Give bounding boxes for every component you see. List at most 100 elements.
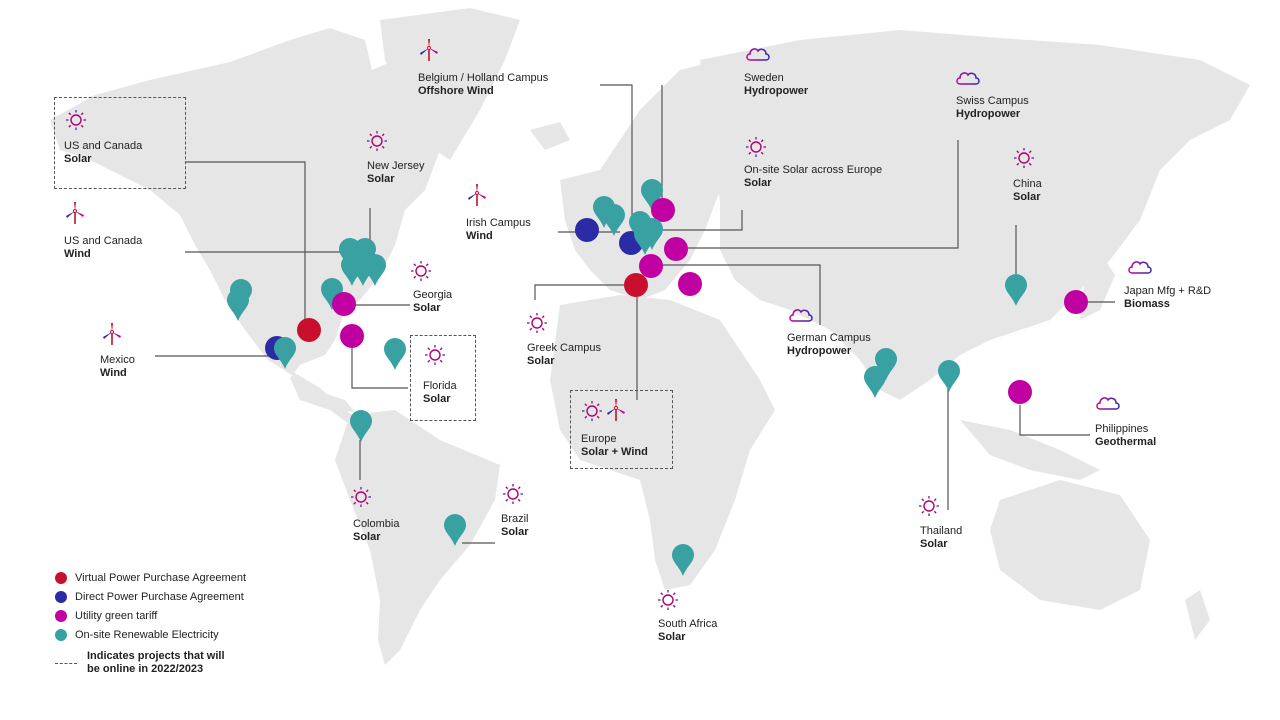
- leader-lines: [155, 84, 1115, 544]
- pin-onsite: [641, 179, 663, 211]
- greenland: [380, 8, 520, 160]
- label-type: Wind: [64, 248, 91, 260]
- sun-icon: [366, 130, 388, 152]
- line-swiss: [680, 140, 959, 249]
- marker-utility: [340, 324, 364, 348]
- wind-icon: [101, 322, 123, 345]
- label-type: Solar: [501, 526, 529, 538]
- new-zealand: [1185, 590, 1210, 640]
- label-type: Biomass: [1124, 298, 1170, 310]
- pin-onsite: [672, 544, 694, 576]
- japan: [1080, 260, 1115, 320]
- label-type: Solar: [527, 355, 555, 367]
- label-type: Solar: [423, 393, 451, 405]
- legend-item-dashed: Indicates projects that will be online i…: [55, 648, 246, 678]
- label-name: Philippines: [1095, 423, 1149, 435]
- label-name: Brazil: [501, 513, 529, 525]
- pin-onsite: [634, 223, 656, 255]
- pin-onsite: [444, 514, 466, 546]
- label-name: German Campus: [787, 332, 871, 344]
- legend-dot-onsite: [55, 628, 67, 641]
- marker-utility: [1064, 290, 1088, 314]
- cloud-icon: [955, 67, 980, 89]
- label-name: Florida: [423, 380, 457, 392]
- line-belgium: [600, 84, 633, 225]
- legend-dot-vppa: [55, 571, 67, 584]
- label-type: Solar: [1013, 191, 1041, 203]
- marker-utility: [651, 198, 675, 222]
- iceland: [530, 122, 570, 150]
- label-name: Thailand: [920, 525, 963, 537]
- label-name: Greek Campus: [527, 342, 601, 354]
- pin-onsite: [1005, 274, 1027, 306]
- label-name: South Africa: [658, 618, 718, 630]
- label-name: New Jersey: [367, 160, 425, 172]
- wind-icon: [466, 183, 488, 206]
- pin-onsite: [274, 337, 296, 369]
- legend: Virtual Power Purchase Agreement Direct …: [55, 568, 246, 678]
- legend-item-vppa: Virtual Power Purchase Agreement: [55, 568, 246, 587]
- pin-onsite: [864, 366, 886, 398]
- label-name: Sweden: [744, 72, 784, 84]
- pin-onsite: [354, 238, 376, 270]
- sun-icon: [1013, 147, 1035, 169]
- wind-icon: [418, 38, 440, 61]
- label-name: Europe: [581, 433, 617, 445]
- label-name: Japan Mfg + R&D: [1124, 285, 1212, 297]
- label-type: Hydropower: [744, 85, 809, 97]
- dashed-box-europe: [570, 390, 673, 469]
- label-name: Mexico: [100, 354, 135, 366]
- sun-icon: [657, 589, 679, 611]
- line-europe-onsite: [650, 210, 743, 231]
- label-type: Solar: [920, 538, 948, 550]
- land-masses: [50, 8, 1250, 665]
- sun-icon: [424, 344, 446, 366]
- legend-dot-utility: [55, 609, 67, 622]
- marker-vppa: [297, 318, 321, 342]
- label-name: Irish Campus: [466, 217, 531, 229]
- sun-icon: [918, 495, 940, 517]
- pin-onsite: [321, 278, 343, 310]
- label-name: China: [1013, 178, 1042, 190]
- pin-onsite: [603, 204, 625, 236]
- marker-utility: [639, 254, 663, 278]
- marker-vppa: [624, 273, 648, 297]
- label-type: Solar + Wind: [581, 446, 648, 458]
- dashed-box-florida: [410, 335, 476, 421]
- sun-icon: [526, 312, 548, 334]
- legend-label-dppa: Direct Power Purchase Agreement: [75, 590, 244, 603]
- australia: [990, 480, 1150, 610]
- legend-item-onsite: On-site Renewable Electricity: [55, 625, 246, 644]
- project-markers: [227, 179, 1088, 576]
- cloud-icon: [788, 304, 813, 326]
- wind-icon: [64, 201, 86, 224]
- marker-utility: [678, 272, 702, 296]
- marker-utility: [332, 292, 356, 316]
- legend-label-onsite: On-site Renewable Electricity: [75, 628, 219, 641]
- marker-utility: [664, 237, 688, 261]
- label-type: Geothermal: [1095, 436, 1157, 448]
- cloud-icon: [1095, 392, 1120, 414]
- southeast-asia: [960, 420, 1100, 480]
- legend-dashed-line: [55, 662, 77, 664]
- label-name: Georgia: [413, 289, 453, 301]
- label-type: Solar: [658, 631, 686, 643]
- pin-onsite: [384, 338, 406, 370]
